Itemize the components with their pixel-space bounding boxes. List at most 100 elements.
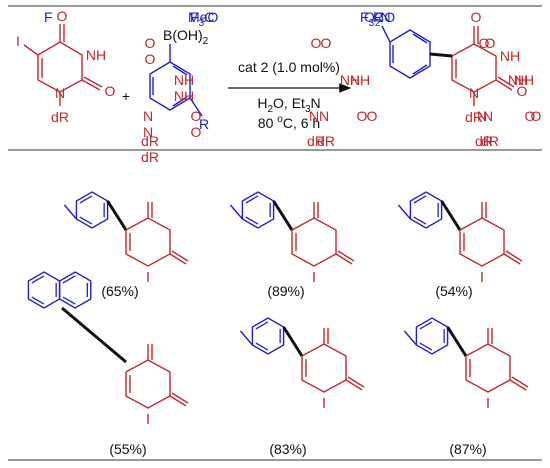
reactant1-iodine-label: I — [16, 33, 20, 49]
ring-sugar-label: dR — [307, 133, 325, 149]
ring-o-right-label: O — [357, 108, 368, 124]
ring-nh-label: NH — [350, 72, 370, 88]
ring-o-top-label: O — [485, 35, 496, 51]
carbonyl-bond-right — [509, 379, 527, 391]
ring-nh-label: NH — [514, 72, 534, 88]
uracil-ring — [125, 217, 171, 267]
phenyl-double-bond — [419, 342, 433, 351]
temperature-label: 80 oC, 6 h — [258, 114, 320, 131]
yield-label: (65%) — [101, 283, 138, 299]
carbonyl-bond-right — [169, 395, 187, 407]
phenyl-ring — [415, 317, 449, 355]
product-o-right-label: O — [517, 83, 528, 99]
ring-o-top-label: O — [479, 35, 490, 51]
yield-label: (87%) — [449, 441, 486, 457]
reactant-boronic-acid — [149, 44, 203, 117]
ring-o-top-label: O — [145, 51, 156, 67]
ring-sugar-label: dR — [481, 133, 499, 149]
phenyl-ring — [409, 191, 443, 229]
phenyl-double-bond — [255, 342, 269, 351]
ring-o-top-label: O — [311, 35, 322, 51]
carbonyl-bond-right-2 — [505, 250, 523, 262]
example-product-2: (89%) — [229, 191, 355, 299]
uracil-ring — [125, 359, 171, 409]
yield-label: (89%) — [267, 283, 304, 299]
phenyl-double-bond — [413, 195, 427, 204]
reactant1-nh-label: NH — [86, 47, 106, 63]
product-nh-label: NH — [500, 48, 520, 64]
reactant1-n-label: N — [55, 85, 65, 101]
ring-nh-label: NH — [508, 72, 528, 88]
phenyl-ring — [251, 317, 285, 355]
example-product-5: (83%) — [239, 317, 365, 457]
reactant2-r-label: R — [199, 116, 209, 132]
ring-sugar-label: dR — [475, 133, 493, 149]
carbonyl-bond-right-2 — [511, 376, 529, 388]
phenyl-double-bond — [255, 321, 269, 330]
example-product-3: (54%) — [397, 191, 523, 299]
phenyl-double-bond — [245, 195, 259, 204]
solvent-label: H2O, Et3N — [257, 95, 320, 115]
ring-nh-label: NH — [174, 88, 194, 104]
example-product-1: (65%) — [63, 191, 189, 299]
reactant1-o-top-label: O — [57, 8, 68, 24]
aryl-uracil-bond — [106, 200, 128, 231]
phenyl-double-bond — [31, 296, 45, 305]
carbonyl-bond-right — [335, 253, 353, 265]
reactant-iodouridine — [23, 24, 103, 106]
aryl-uracil-bond — [61, 306, 127, 364]
phenyl-ring — [241, 191, 275, 229]
carbonyl-bond-right-2 — [171, 392, 189, 404]
yield-label: (54%) — [435, 283, 472, 299]
ring-n-label: N — [477, 108, 487, 124]
phenyl-ring — [27, 271, 61, 309]
ring-o-right-label: O — [191, 108, 202, 124]
ring-n-label: N — [143, 124, 153, 140]
uracil-ring — [291, 217, 337, 267]
ring-sugar-label: dR — [141, 133, 159, 149]
ring-sugar-label: dR — [141, 149, 159, 165]
product-r-label: R — [373, 9, 383, 25]
product-general — [381, 25, 515, 106]
ring-o-right-label: O — [531, 108, 542, 124]
ring-nh-label: NH — [340, 72, 360, 88]
phenyl-double-bond — [62, 275, 76, 284]
reactant1-o-right-label: O — [105, 83, 116, 99]
example-product-4: (55%) — [27, 271, 189, 457]
uracil-ring — [465, 343, 511, 393]
yield-label: (83%) — [269, 441, 306, 457]
ring-sugar-label: dR — [317, 133, 335, 149]
substituent-label: F3C — [190, 9, 214, 29]
phenyl-double-bond — [62, 296, 76, 305]
product-o-top-label: O — [471, 9, 482, 25]
carbonyl-bond-right-2 — [337, 250, 355, 262]
substituent-label: F — [44, 9, 53, 25]
example-product-6: (87%) — [403, 317, 529, 457]
carbonyl-bond-right-2 — [171, 250, 189, 262]
phenyl-double-bond — [79, 216, 93, 225]
ring-n-label: N — [143, 108, 153, 124]
product-n-label: N — [469, 85, 479, 101]
catalyst-label: cat 2 (1.0 mol%) — [238, 59, 340, 75]
plus-sign: + — [122, 88, 130, 104]
phenyl-double-bond — [413, 216, 427, 225]
phenyl-ring — [58, 271, 92, 309]
aryl-uracil-bond — [446, 326, 468, 357]
carbonyl-bond-right — [503, 253, 521, 265]
substituent-bond — [403, 330, 417, 346]
ring-o-right-label: O — [525, 108, 536, 124]
aryl-uracil-bond — [282, 326, 304, 357]
substituent-bond — [63, 204, 77, 220]
phenyl-double-bond — [31, 275, 45, 284]
ring-nh-label: NH — [174, 72, 194, 88]
substituent-bond — [239, 330, 253, 346]
substituent-label: F3CO — [360, 9, 395, 29]
phenyl-double-bond — [79, 195, 93, 204]
aryl-uracil-bond — [440, 200, 462, 231]
ring-n-label: N — [319, 108, 329, 124]
phenyl-double-bond — [419, 321, 433, 330]
example-products: (65%)FONHONdR(89%)MeOONHONdR(54%)O2NONHO… — [27, 9, 542, 457]
ring-o-top-label: O — [145, 35, 156, 51]
substituent-bond — [229, 204, 243, 220]
